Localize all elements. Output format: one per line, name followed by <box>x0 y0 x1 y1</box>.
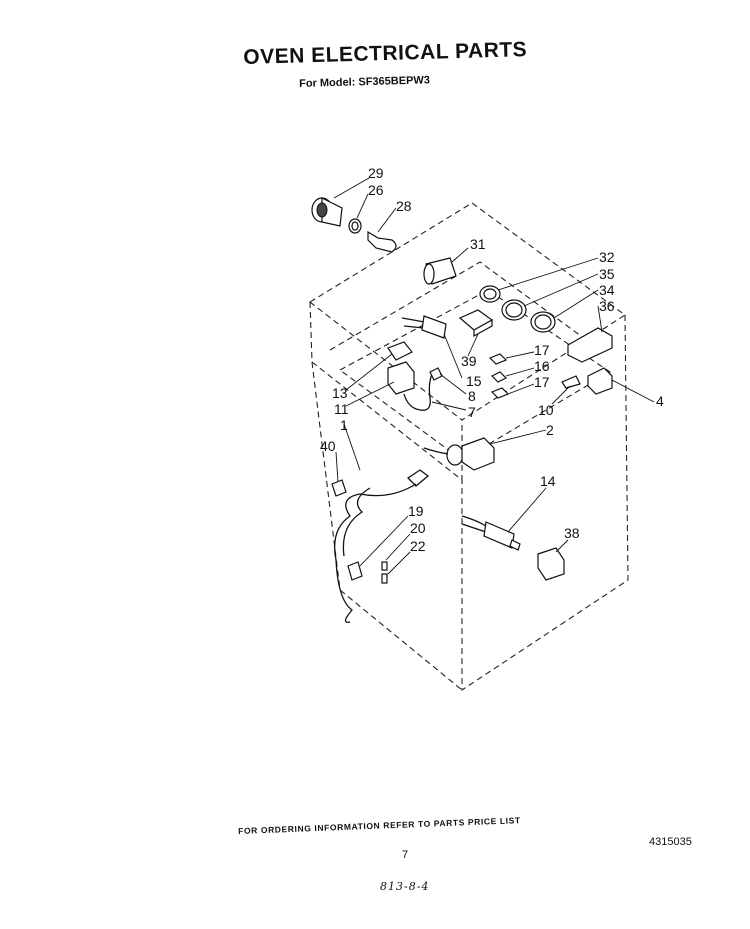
part-22-pin <box>381 573 388 584</box>
callout-31: 31 <box>470 236 486 252</box>
callout-11: 11 <box>334 401 349 417</box>
callout-17-lower: 17 <box>534 374 550 390</box>
part-15-element <box>401 315 447 339</box>
part-16-clip <box>490 371 508 383</box>
part-36-bracket <box>567 327 613 363</box>
part-38-block <box>537 547 565 581</box>
part-29-lamp-housing <box>311 197 343 227</box>
part-28-bulb <box>367 230 397 253</box>
part-14-element <box>461 515 521 551</box>
callout-39: 39 <box>461 353 477 369</box>
callout-1: 1 <box>340 417 348 433</box>
part-39-terminal-block <box>458 309 494 338</box>
callout-38: 38 <box>564 525 580 541</box>
callout-29: 29 <box>368 165 384 181</box>
part-1-power-cord <box>333 469 430 623</box>
callout-40: 40 <box>320 438 336 454</box>
callout-36: 36 <box>599 298 615 314</box>
part-35-ring <box>501 299 527 321</box>
page-number: 7 <box>402 849 409 861</box>
leader-lines <box>333 177 655 575</box>
callout-28: 28 <box>396 198 412 214</box>
callout-35: 35 <box>599 266 615 282</box>
callout-20: 20 <box>410 520 426 536</box>
callout-14: 14 <box>540 473 556 489</box>
callout-22: 22 <box>410 538 426 554</box>
callout-7: 7 <box>468 404 476 420</box>
part-34-ring <box>530 311 556 333</box>
part-13-bracket <box>387 341 413 361</box>
part-2-switch <box>423 437 495 471</box>
part-26-lamp-ring <box>348 218 362 234</box>
callout-17-upper: 17 <box>534 342 550 358</box>
callout-labels: 29 26 28 31 32 35 34 36 39 17 16 17 15 8… <box>320 165 664 554</box>
part-17-clip-lower <box>490 387 510 399</box>
callout-19: 19 <box>408 503 424 519</box>
part-20-pin <box>381 561 388 571</box>
callout-13: 13 <box>332 385 348 401</box>
callout-10: 10 <box>538 402 554 418</box>
callout-2: 2 <box>546 422 554 438</box>
callout-4: 4 <box>656 393 664 409</box>
callout-8: 8 <box>468 388 476 404</box>
part-4-switch <box>587 367 613 395</box>
handwritten-note: 813-8-4 <box>380 880 430 893</box>
callout-15: 15 <box>466 373 482 389</box>
callout-32: 32 <box>599 249 615 265</box>
part-10-clip <box>561 375 581 389</box>
callout-34: 34 <box>599 282 615 298</box>
part-40-clip <box>331 479 347 497</box>
document-number: 4315035 <box>649 836 692 848</box>
part-31-lens <box>423 257 457 285</box>
callout-26: 26 <box>368 182 384 198</box>
part-17-clip-upper <box>488 353 508 365</box>
part-11-switch <box>387 361 433 411</box>
callout-16: 16 <box>534 358 550 374</box>
part-19-holder <box>347 561 363 581</box>
part-32-ring <box>479 285 501 303</box>
